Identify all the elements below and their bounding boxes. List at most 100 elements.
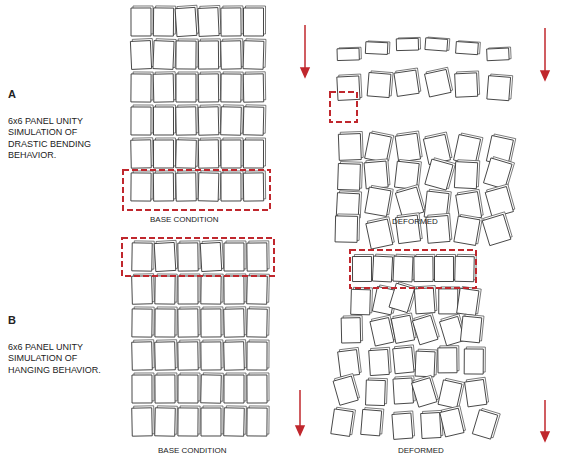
panel-face — [412, 378, 437, 407]
panel-tile — [178, 373, 200, 403]
panel-face — [338, 163, 361, 190]
panel-face — [425, 38, 448, 51]
panel-face — [221, 173, 241, 201]
panel-tile — [201, 307, 223, 337]
panel-face — [224, 276, 244, 304]
panel-tile — [372, 254, 394, 282]
panel-face — [392, 413, 413, 439]
panel-tile — [153, 6, 175, 36]
panel-face — [415, 351, 435, 377]
view-caption: DEFORMED — [392, 217, 438, 227]
dashed-highlight — [350, 250, 476, 288]
panel-tile — [393, 345, 417, 374]
load-arrow-head — [296, 426, 304, 435]
panel-tile — [153, 72, 176, 102]
dashed-highlight — [330, 92, 357, 122]
panel-tile — [178, 241, 200, 271]
panel-face — [201, 375, 222, 403]
panel-face — [198, 173, 219, 201]
panel-tile — [438, 378, 464, 409]
panel-tile — [425, 157, 456, 190]
panel-tile — [153, 171, 175, 201]
panel-tile — [338, 131, 363, 160]
panel-face — [247, 309, 268, 337]
panel-face — [176, 107, 196, 135]
panel-face — [155, 375, 175, 403]
section-description: 6x6 PANEL UNITY SIMULATION OF HANGING BE… — [8, 342, 112, 376]
load-arrow-shaft — [544, 400, 546, 434]
panel-face — [198, 41, 218, 69]
panel-tile — [243, 39, 266, 70]
panel-face — [243, 41, 264, 70]
panel-tile — [414, 286, 437, 314]
panel-tile — [201, 274, 223, 304]
panel-tile — [365, 131, 394, 163]
panel-face — [487, 48, 510, 61]
panel-face — [438, 348, 457, 373]
panel-tile — [200, 240, 224, 271]
panel-tile — [176, 171, 199, 201]
panel-tile — [247, 340, 269, 370]
panel-face — [485, 187, 513, 218]
panel-tile — [243, 105, 266, 136]
section-letter: B — [8, 314, 16, 328]
panel-face — [341, 318, 361, 343]
panel-tile — [198, 72, 220, 102]
panel-tile — [464, 377, 489, 407]
panel-face — [247, 342, 267, 370]
panel-tile — [457, 286, 482, 316]
panel-face — [224, 309, 245, 337]
panel-face — [153, 107, 173, 135]
panel-face — [414, 288, 435, 314]
panel-tile — [487, 74, 513, 101]
panel-tile — [331, 407, 356, 437]
panel-face — [247, 408, 267, 436]
panel-face — [434, 256, 453, 281]
panel-tile — [131, 6, 153, 36]
panel-tile — [247, 373, 269, 403]
panel-tile — [155, 373, 177, 403]
panel-face — [132, 408, 153, 436]
panel-face — [331, 409, 353, 436]
panel-tile — [415, 349, 437, 377]
panel-face — [155, 408, 176, 436]
panel-face — [337, 48, 359, 60]
panel-tile — [395, 185, 426, 219]
panel-face — [132, 243, 152, 271]
panel-face — [243, 107, 264, 135]
panel-tile — [412, 313, 440, 345]
panel-tile — [155, 274, 177, 304]
panel-tile — [198, 39, 220, 69]
panel-tile — [439, 287, 460, 314]
panel-face — [155, 276, 175, 304]
panel-face — [178, 375, 198, 403]
panel-face — [243, 74, 263, 102]
panel-face — [395, 133, 420, 162]
panel-face — [391, 315, 414, 343]
panel-tile — [221, 171, 243, 201]
panel-tile — [224, 340, 247, 371]
section-letter: A — [8, 88, 16, 102]
load-arrow-head — [541, 432, 549, 441]
panel-face — [455, 73, 478, 97]
panel-face — [153, 140, 173, 168]
load-arrows — [296, 25, 549, 441]
panel-tile — [176, 39, 198, 69]
panel-tile — [482, 212, 513, 246]
panel-face — [482, 214, 511, 245]
panel-tile — [243, 72, 266, 102]
panel-tile — [393, 376, 416, 404]
panel-tile — [351, 287, 373, 315]
panel-tile — [483, 156, 514, 190]
panel-face — [131, 107, 151, 135]
panel-face — [201, 276, 221, 304]
panel-tile — [224, 274, 246, 304]
panel-face — [131, 8, 151, 36]
panel-tile — [221, 39, 244, 69]
panel-face — [395, 187, 423, 218]
panel-face — [454, 216, 480, 245]
panel-tile — [392, 411, 415, 439]
panel-tile — [454, 214, 482, 246]
panel-face — [201, 342, 221, 370]
panel-tile — [221, 72, 243, 102]
